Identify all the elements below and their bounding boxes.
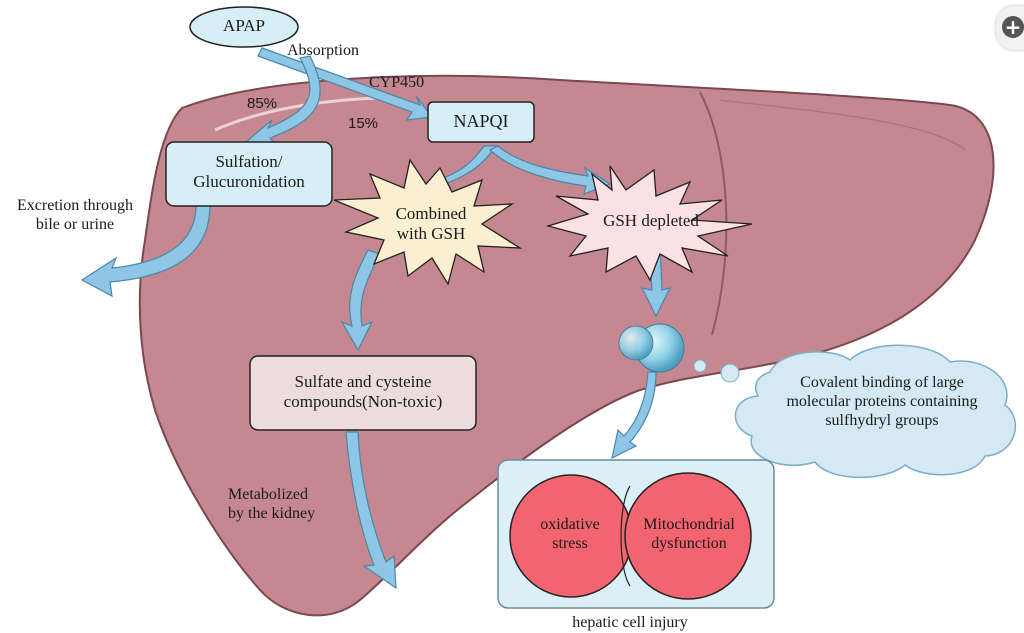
sulfate-cysteine-label-line-2: compounds(Non-toxic): [283, 392, 443, 412]
napqi-label: NAPQI: [453, 111, 509, 131]
cyp450-label: CYP450: [369, 74, 425, 91]
arrow-combined-sulfate: [340, 249, 381, 352]
sulfation-node-shape: [165, 141, 333, 207]
covalent-binding-label-line-1: Covalent binding of large: [800, 374, 964, 391]
sulfation-label: Sulfation/ Glucuronidation: [166, 152, 332, 192]
combined-gsh-label: Combined with GSH: [376, 204, 486, 244]
sulfation-label-line-2: Glucuronidation: [193, 172, 305, 192]
oxidative-stress-label-line-1: oxidative: [540, 516, 600, 533]
combined-gsh-label-line-2: with GSH: [396, 224, 466, 244]
arrow-bubbles-injury: [611, 371, 657, 460]
zoom-button[interactable]: +: [996, 6, 1024, 50]
mito-dysfunction-label-line-1: Mitochondrial: [643, 516, 735, 533]
sulfation-label-line-1: Sulfation/: [215, 152, 283, 171]
covalent-binding-cloud: [734, 344, 1016, 479]
metabolized-label: Metabolized by the kidney: [228, 486, 348, 524]
pct-15-label: 15%: [348, 115, 379, 132]
covalent-binding-label-line-3: sulfhydryl groups: [825, 411, 939, 429]
zoom-plus-icon: +: [1002, 16, 1024, 38]
metabolized-label-line-1: Metabolized: [228, 486, 308, 503]
mito-dysfunction-label: Mitochondrial dysfunction: [630, 516, 748, 554]
arrow-apap-napqi: [257, 47, 434, 121]
oxidative-stress-label-line-2: stress: [552, 534, 588, 552]
covalent-binding-label: Covalent binding of large molecular prot…: [752, 374, 1012, 431]
apap-node-shape: [189, 6, 299, 48]
bubble-medium: [618, 325, 654, 361]
arrow-excretion: [80, 204, 211, 298]
sulfate-cysteine-label-line-1: Sulfate and cysteine: [294, 372, 432, 391]
liver-lobe-line: [699, 91, 728, 336]
hepatic-injury-label: hepatic cell injury: [572, 614, 688, 631]
oxidative-stress-label: oxidative stress: [520, 516, 620, 554]
absorption-label: Absorption: [287, 42, 359, 59]
apap-label: APAP: [223, 16, 265, 35]
covalent-binding-label-line-2: molecular proteins containing: [786, 392, 978, 410]
arrow-napqi-depleted: [488, 145, 612, 195]
thought-dot-small: [693, 359, 707, 373]
mito-dysfunction-circle: [624, 472, 752, 600]
napqi-node-shape: [427, 101, 535, 143]
excretion-label-line-2: bile or urine: [35, 215, 115, 233]
thought-dot-medium: [720, 363, 740, 383]
circle-overlap: [620, 485, 631, 587]
liver-highlight: [214, 96, 381, 132]
sulfate-cysteine-node-shape: [249, 355, 477, 431]
pct-85-label: 85%: [247, 95, 278, 112]
gsh-depleted-burst: [545, 165, 753, 282]
mito-dysfunction-label-line-2: dysfunction: [651, 534, 727, 552]
excretion-label: Excretion through bile or urine: [0, 197, 150, 235]
combined-gsh-label-line-1: Combined: [395, 204, 467, 223]
combined-gsh-burst: [333, 158, 523, 286]
arrow-kidney: [345, 431, 397, 590]
excretion-label-line-1: Excretion through: [17, 197, 133, 214]
liver-lobe-edge: [719, 99, 966, 151]
metabolized-label-line-2: by the kidney: [228, 504, 316, 522]
sulfate-cysteine-label: Sulfate and cysteine compounds(Non-toxic…: [250, 372, 476, 412]
gsh-depleted-label: GSH depleted: [603, 211, 699, 230]
